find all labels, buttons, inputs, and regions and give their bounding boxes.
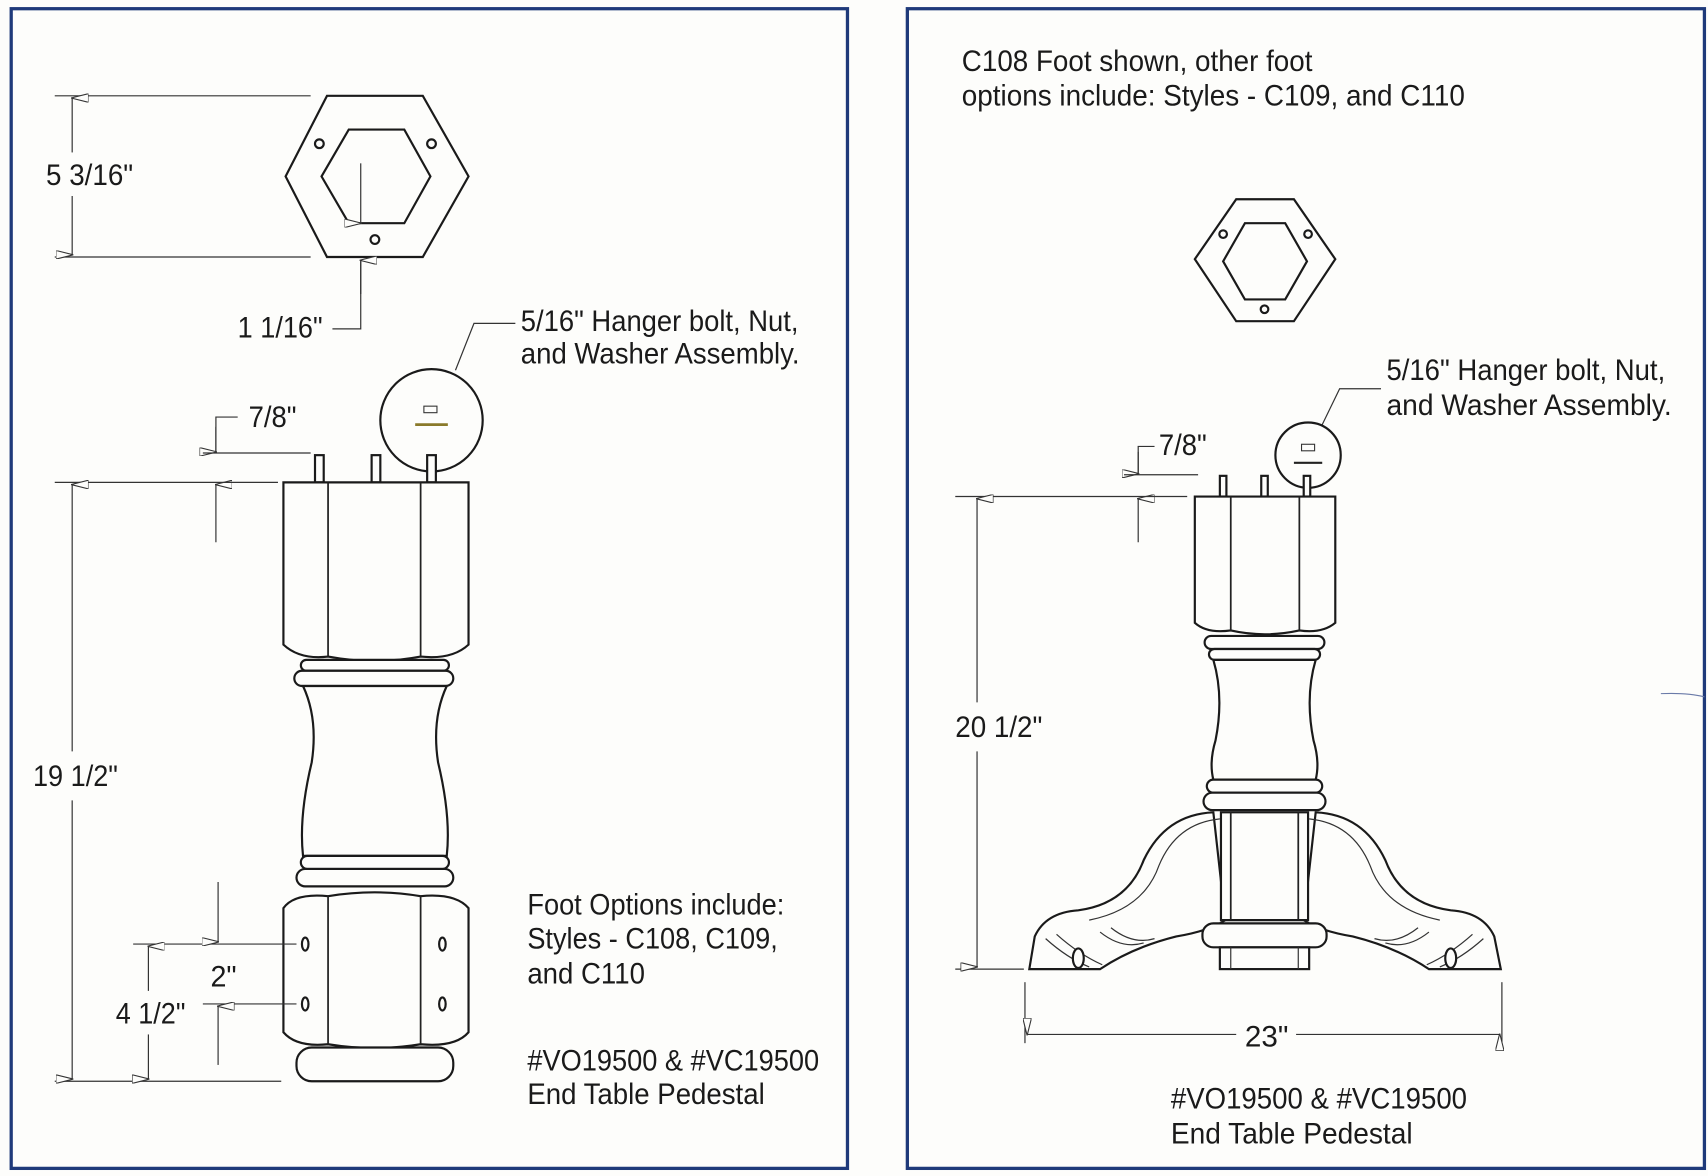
dim-label: 20 1/2"	[955, 711, 1042, 744]
dim-label: 7/8"	[1159, 429, 1207, 462]
callout-text: and Washer Assembly.	[1386, 389, 1671, 422]
left-panel: 5 3/16" 1 1/16" 5/16" Hanger bolt, Nut, …	[9, 7, 850, 1171]
dim-label: 1 1/16"	[238, 312, 323, 345]
right-panel: C108 Foot shown, other foot options incl…	[905, 7, 1707, 1171]
dim-label: 4 1/2"	[116, 998, 186, 1031]
product-number: #VO19500 & #VC19500	[1171, 1082, 1467, 1115]
foot-options-text: and C110	[527, 957, 645, 990]
product-number: #VO19500 & #VC19500	[527, 1044, 819, 1077]
dimension-width: 23"	[1025, 982, 1502, 1053]
right-panel-frame	[905, 7, 1707, 1171]
dimension-hex-height: 5 3/16"	[46, 96, 311, 257]
dim-label: 5 3/16"	[46, 159, 133, 192]
dim-label: 19 1/2"	[33, 760, 118, 793]
dimension-hex-offset: 1 1/16"	[238, 260, 361, 345]
dimension-bolt: 7/8"	[203, 401, 311, 543]
pedestal-side-view	[282, 454, 470, 1083]
pedestal-with-feet	[1028, 474, 1503, 971]
left-panel-frame	[9, 7, 850, 1171]
stray-mark	[1660, 692, 1705, 698]
dim-label: 2"	[210, 961, 236, 994]
product-name: End Table Pedestal	[1171, 1117, 1413, 1150]
foot-note-text: C108 Foot shown, other foot	[962, 45, 1313, 78]
dimension-height: 20 1/2"	[955, 497, 1188, 970]
product-name: End Table Pedestal	[527, 1078, 764, 1111]
foot-note-text: options include: Styles - C109, and C110	[962, 80, 1465, 113]
hanger-bolt-callout: 5/16" Hanger bolt, Nut, and Washer Assem…	[379, 305, 800, 473]
dim-label: 23"	[1245, 1020, 1289, 1053]
callout-text: and Washer Assembly.	[521, 338, 800, 371]
foot-options-text: Styles - C108, C109,	[527, 922, 777, 955]
callout-text: 5/16" Hanger bolt, Nut,	[1386, 354, 1665, 387]
dim-label: 7/8"	[249, 401, 297, 434]
hex-mounting-plate	[1193, 198, 1337, 323]
callout-text: 5/16" Hanger bolt, Nut,	[521, 305, 799, 338]
foot-options-text: Foot Options include:	[527, 889, 784, 922]
dimension-bolt: 7/8"	[1124, 429, 1207, 543]
dimension-height: 19 1/2"	[33, 482, 282, 1081]
hanger-bolt-callout: 5/16" Hanger bolt, Nut, and Washer Assem…	[1274, 354, 1672, 489]
dimension-holes: 2" 4 1/2"	[116, 881, 297, 1079]
hex-mounting-plate	[284, 94, 470, 259]
